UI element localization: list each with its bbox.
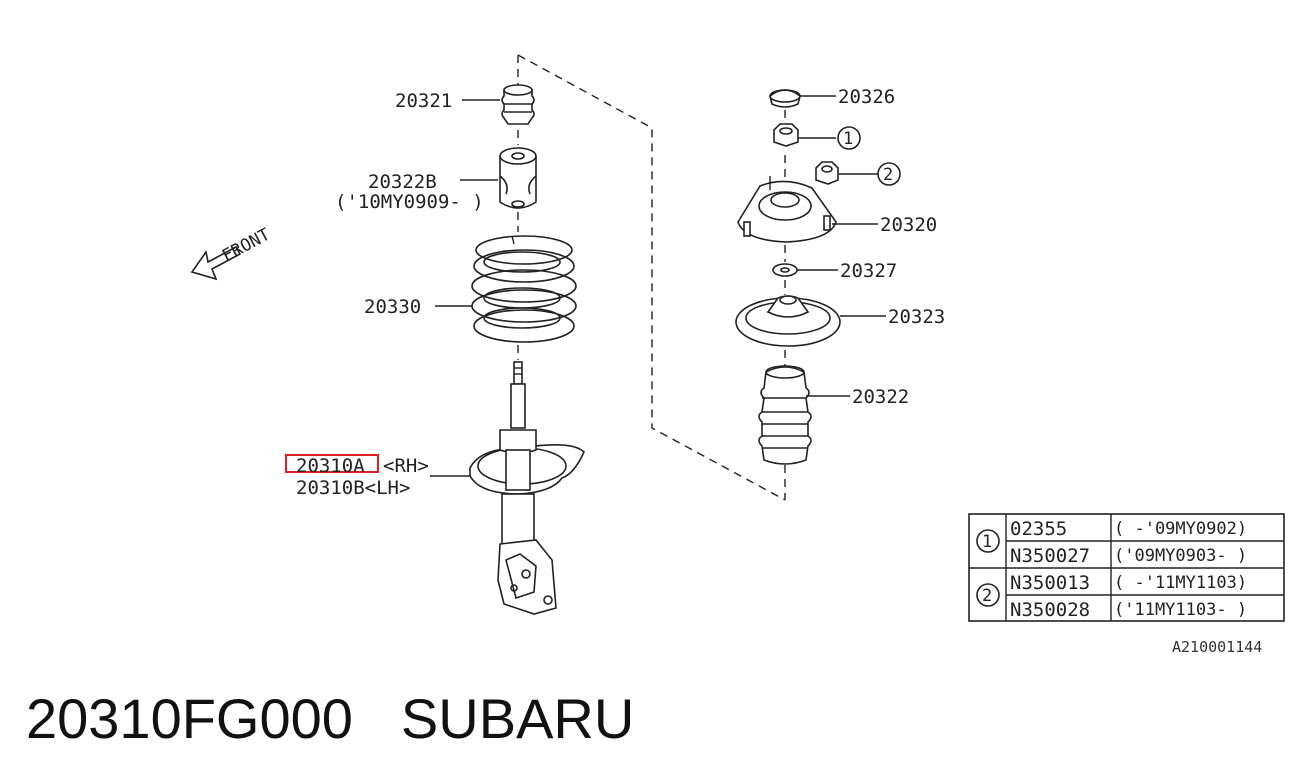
table-row-part[interactable]: N350027 <box>1010 545 1090 567</box>
front-arrow-icon: FRONT <box>190 225 274 281</box>
svg-text:1: 1 <box>982 532 992 552</box>
front-label: FRONT <box>219 225 274 267</box>
label-20322B: 20322B <box>368 171 437 193</box>
drawing-code: A210001144 <box>1172 638 1262 656</box>
highlight-box-20310A <box>285 454 379 473</box>
label-20322B-note: ('10MY0909- ) <box>335 191 484 213</box>
footer-brand: SUBARU <box>400 687 635 750</box>
label-20310A-side: <RH> <box>383 455 429 477</box>
label-20323: 20323 <box>888 306 945 328</box>
footer-title: 20310FG000 SUBARU <box>26 686 682 751</box>
label-20321: 20321 <box>395 90 452 112</box>
cap-part <box>769 89 801 108</box>
table-callout-1-icon: 1 <box>976 529 1000 553</box>
table-row-part[interactable]: N350013 <box>1010 572 1090 594</box>
table-row-part[interactable]: N350028 <box>1010 599 1090 621</box>
svg-text:1: 1 <box>843 129 853 149</box>
strut-mount-part <box>737 176 837 243</box>
table-row-part[interactable]: 02355 <box>1010 518 1067 540</box>
spring-seat-part <box>735 295 841 347</box>
washer-part <box>772 263 798 277</box>
table-row-range: ('11MY1103- ) <box>1114 600 1247 620</box>
nut-2-part <box>815 161 839 185</box>
table-row-range: ('09MY0903- ) <box>1114 546 1247 566</box>
table-row-range: ( -'11MY1103) <box>1114 573 1247 593</box>
bump-stop-part <box>501 84 535 125</box>
nut-1-part <box>773 123 799 147</box>
assembly-dashed-outline <box>517 54 786 501</box>
callout-2-icon: 2 <box>877 162 901 186</box>
table-row-range: ( -'09MY0902) <box>1114 519 1247 539</box>
coil-spring-part <box>471 235 577 343</box>
label-20310A[interactable]: 20310A <box>296 455 365 477</box>
dust-boot-part <box>758 365 812 465</box>
label-20320: 20320 <box>880 214 937 236</box>
svg-text:2: 2 <box>982 586 992 606</box>
table-callout-2-icon: 2 <box>976 583 1000 607</box>
label-20327: 20327 <box>840 260 897 282</box>
strut-assembly-part <box>469 361 585 615</box>
label-20326: 20326 <box>838 86 895 108</box>
svg-text:2: 2 <box>883 165 893 185</box>
parts-diagram: FRONT 20321 20322B ('10MY0909- ) 20330 <box>190 54 1285 656</box>
label-20322: 20322 <box>852 386 909 408</box>
reference-table: 1 2 02355 ( -'09MY0902) N350027 ('09MY09… <box>968 513 1285 622</box>
bump-cover-part <box>499 147 537 209</box>
callout-1-icon: 1 <box>837 126 861 150</box>
footer-part-number: 20310FG000 <box>26 687 353 750</box>
label-20310B: 20310B<LH> <box>296 477 410 499</box>
label-20330: 20330 <box>364 296 421 318</box>
